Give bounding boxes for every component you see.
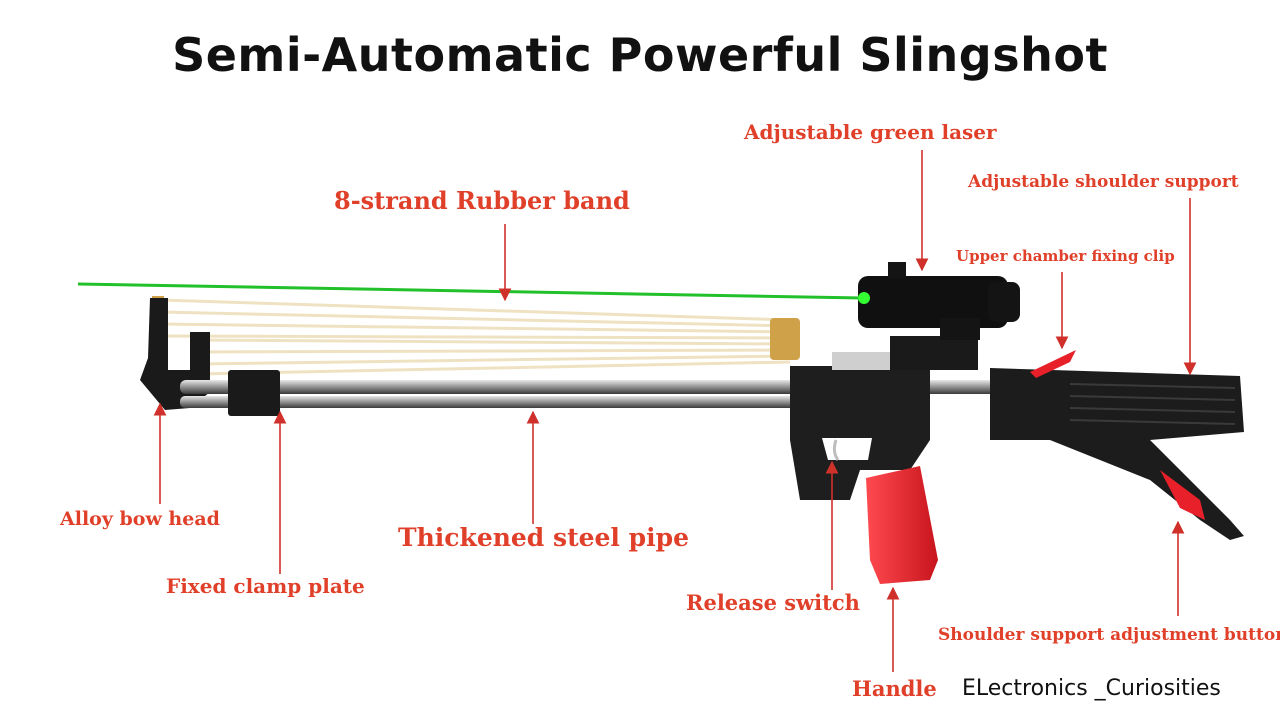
stock-ribs	[1069, 383, 1236, 425]
steel-pipe-lower	[180, 396, 800, 408]
credit-text: ELectronics _Curiosities	[962, 676, 1221, 701]
rubber-bands	[159, 298, 791, 376]
diagram-title: Semi-Automatic Powerful Slingshot	[172, 28, 1108, 82]
label-steel-pipe: Thickened steel pipe	[398, 523, 689, 552]
laser-module	[858, 262, 1020, 340]
chamber-fixing-clip	[1030, 350, 1076, 378]
trigger-guard	[822, 438, 872, 460]
label-handle: Handle	[852, 676, 937, 701]
label-chamber-clip: Upper chamber fixing clip	[956, 247, 1175, 265]
label-green-laser: Adjustable green laser	[744, 120, 997, 144]
annotation-arrows	[153, 150, 1197, 672]
stock-adjust-button	[1160, 470, 1205, 520]
release-switch-trigger	[832, 439, 840, 461]
shoulder-stock	[990, 368, 1244, 540]
chamber-cover	[832, 352, 890, 370]
label-rubber-band: 8-strand Rubber band	[334, 186, 630, 215]
label-adjust-button: Shoulder support adjustment button	[938, 625, 1280, 645]
upper-chamber	[890, 336, 978, 370]
label-clamp-plate: Fixed clamp plate	[166, 574, 365, 598]
label-release-switch: Release switch	[686, 590, 860, 615]
label-bow-head: Alloy bow head	[60, 508, 220, 530]
label-shoulder-support: Adjustable shoulder support	[968, 172, 1239, 192]
laser-beam	[77, 282, 863, 300]
handle-grip	[866, 466, 938, 584]
fixed-clamp-plate	[228, 370, 280, 416]
receiver-body	[790, 366, 930, 500]
